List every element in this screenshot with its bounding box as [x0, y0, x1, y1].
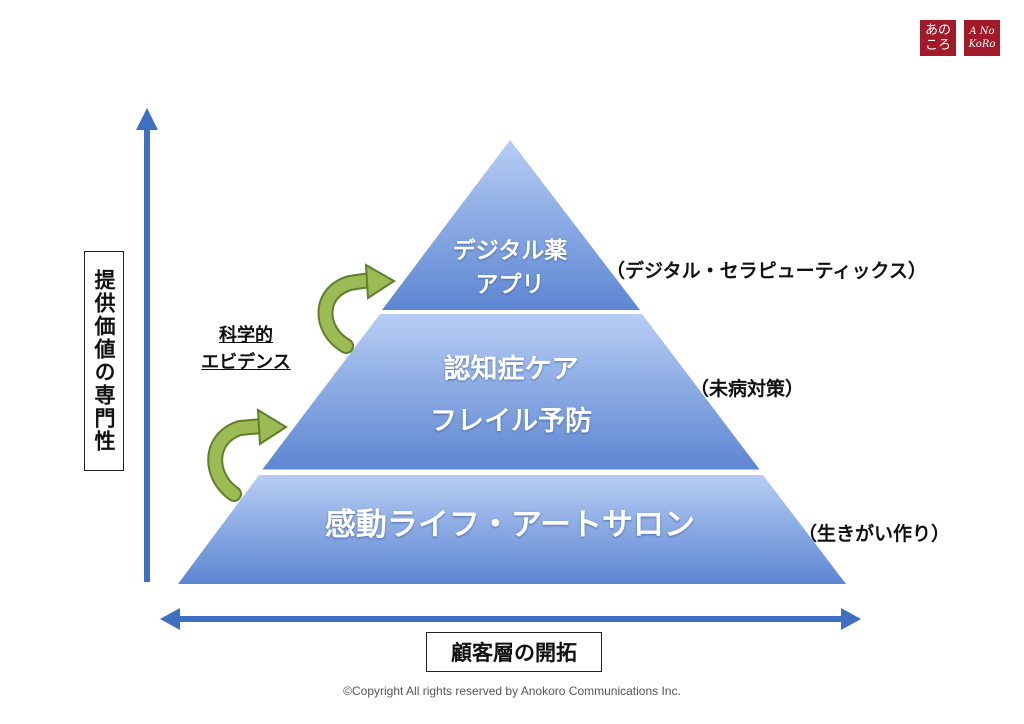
- tier-top-line-1: デジタル薬: [452, 238, 568, 264]
- pyramid-tier-top: [382, 140, 640, 310]
- logo-english: A No KoRo: [964, 20, 1000, 56]
- horizontal-axis-label: 顧客層の開拓: [451, 641, 577, 665]
- copyright-text: ©Copyright All rights reserved by Anokor…: [343, 684, 681, 698]
- tier-middle-line-2: フレイル予防: [430, 406, 592, 437]
- tier-bottom-annotation: （生きがい作り）: [798, 523, 951, 545]
- logo-japanese: あのころ: [920, 20, 956, 56]
- tier-bottom-text: 感動ライフ・アートサロン: [300, 504, 720, 546]
- vertical-axis-arrow: [136, 108, 158, 582]
- green-curved-arrow-lower: [207, 408, 288, 502]
- tier-middle-annotation: （未病対策）: [690, 378, 805, 400]
- tier-bottom-line-1: 感動ライフ・アートサロン: [324, 507, 696, 543]
- evidence-label: 科学的 エビデンス: [186, 322, 306, 376]
- tier-separators: [259, 310, 763, 475]
- vertical-axis-label-box: 提供価値の専門性: [84, 251, 124, 471]
- tier-top-line-2: アプリ: [475, 272, 545, 298]
- vertical-axis-label: 提供価値の専門性: [92, 269, 116, 453]
- evidence-label-line-2: エビデンス: [201, 352, 291, 373]
- pyramid-tier-bottom: [178, 475, 846, 584]
- horizontal-axis-arrow: [160, 608, 861, 630]
- tier-top-text: デジタル薬 アプリ: [430, 234, 590, 302]
- tier-middle-text: 認知症ケア フレイル予防: [400, 344, 622, 448]
- pyramid-tier-middle: [262, 314, 760, 470]
- green-curved-arrow-upper: [317, 263, 396, 354]
- evidence-label-line-1: 科学的: [219, 325, 273, 346]
- tier-middle-line-1: 認知症ケア: [443, 354, 579, 385]
- horizontal-axis-label-box: 顧客層の開拓: [426, 632, 602, 672]
- tier-top-annotation: （デジタル・セラピューティックス）: [606, 260, 927, 282]
